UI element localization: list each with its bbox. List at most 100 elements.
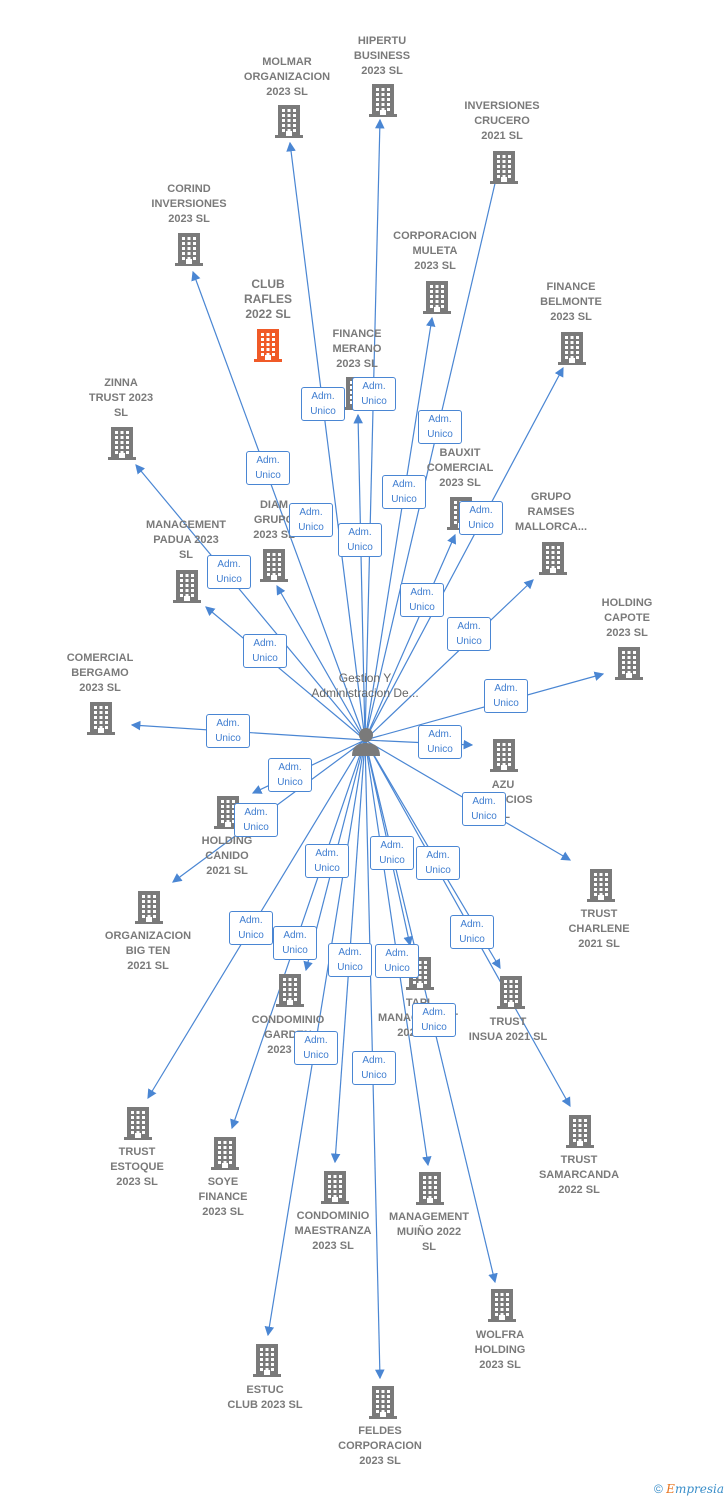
relation-badge[interactable]: Adm. Unico (289, 503, 333, 537)
company-label-line: PADUA 2023 (153, 534, 219, 546)
relation-badge[interactable]: Adm. Unico (305, 844, 349, 878)
building-icon[interactable] (274, 104, 304, 143)
building-icon[interactable] (86, 701, 116, 740)
relation-badge[interactable]: Adm. Unico (273, 926, 317, 960)
relation-badge[interactable]: Adm. Unico (328, 943, 372, 977)
building-icon[interactable] (586, 868, 616, 907)
relation-badge[interactable]: Adm. Unico (450, 915, 494, 949)
building-icon[interactable] (134, 890, 164, 929)
company-label-line: TRUST 2023 (88, 392, 154, 404)
center-person-label[interactable]: Gestion Y Administracion De... (311, 671, 419, 700)
building-icon[interactable] (320, 1170, 350, 1209)
company-label-line: INSUA 2021 SL (468, 1031, 548, 1043)
relation-edge (364, 160, 503, 741)
relation-badge[interactable]: Adm. Unico (294, 1031, 338, 1065)
relation-badge[interactable]: Adm. Unico (382, 475, 426, 509)
company-label-line: FINANCE (198, 1191, 248, 1203)
relation-badge[interactable]: Adm. Unico (206, 714, 250, 748)
building-icon[interactable] (275, 973, 305, 1012)
building-icon[interactable] (368, 83, 398, 122)
relation-badge[interactable]: Adm. Unico (418, 410, 462, 444)
relation-badge[interactable]: Adm. Unico (400, 583, 444, 617)
building-icon[interactable] (174, 232, 204, 271)
relation-badge[interactable]: Adm. Unico (370, 836, 414, 870)
company-label-line: SAMARCANDA (538, 1169, 620, 1181)
building-icon[interactable] (252, 1343, 282, 1382)
relation-badge[interactable]: Adm. Unico (375, 944, 419, 978)
relation-badge[interactable]: Adm. Unico (207, 555, 251, 589)
building-icon[interactable] (213, 795, 243, 834)
copyright-icon: © (653, 1482, 663, 1496)
person-icon[interactable] (350, 725, 382, 762)
building-icon[interactable] (422, 280, 452, 319)
building-icon[interactable] (210, 1136, 240, 1175)
relation-badge[interactable]: Adm. Unico (268, 758, 312, 792)
building-icon[interactable] (107, 426, 137, 465)
company-label-line: 2023 SL (439, 477, 481, 489)
building-icon[interactable] (557, 331, 587, 370)
building-icon[interactable] (489, 150, 519, 189)
relation-badge[interactable]: Adm. Unico (338, 523, 382, 557)
relation-badge[interactable]: Adm. Unico (352, 1051, 396, 1085)
relation-badge[interactable]: Adm. Unico (301, 387, 345, 421)
relation-badge[interactable]: Adm. Unico (229, 911, 273, 945)
building-icon[interactable] (253, 328, 283, 367)
building-icon[interactable] (172, 569, 202, 608)
building-icon[interactable] (489, 738, 519, 777)
relation-badge[interactable]: Adm. Unico (484, 679, 528, 713)
relation-badge[interactable]: Adm. Unico (447, 617, 491, 651)
building-icon[interactable] (565, 1114, 595, 1153)
building-icon[interactable] (123, 1106, 153, 1145)
relation-badge[interactable]: Adm. Unico (352, 377, 396, 411)
building-icon[interactable] (259, 548, 289, 587)
building-icon[interactable] (538, 541, 568, 580)
company-label-line: CORIND (167, 183, 211, 195)
relation-badge[interactable]: Adm. Unico (246, 451, 290, 485)
relation-badge[interactable]: Adm. Unico (234, 803, 278, 837)
building-icon[interactable] (487, 1288, 517, 1327)
relation-badge[interactable]: Adm. Unico (462, 792, 506, 826)
relation-badge[interactable]: Adm. Unico (418, 725, 462, 759)
building-icon[interactable] (614, 646, 644, 685)
relation-badge[interactable]: Adm. Unico (416, 846, 460, 880)
building-icon[interactable] (368, 1385, 398, 1424)
relation-badge[interactable]: Adm. Unico (412, 1003, 456, 1037)
relation-badge[interactable]: Adm. Unico (243, 634, 287, 668)
company-label-line: 2022 SL (558, 1184, 600, 1196)
company-label-line: WOLFRA (475, 1329, 525, 1341)
relation-edge (364, 366, 564, 741)
company-label-line: MANAGEMENT (388, 1211, 470, 1223)
building-icon[interactable] (415, 1171, 445, 1210)
building-icon[interactable] (496, 975, 526, 1014)
relation-edge (364, 118, 385, 741)
company-label-line: 2023 SL (312, 1240, 354, 1252)
relation-badge[interactable]: Adm. Unico (459, 501, 503, 535)
